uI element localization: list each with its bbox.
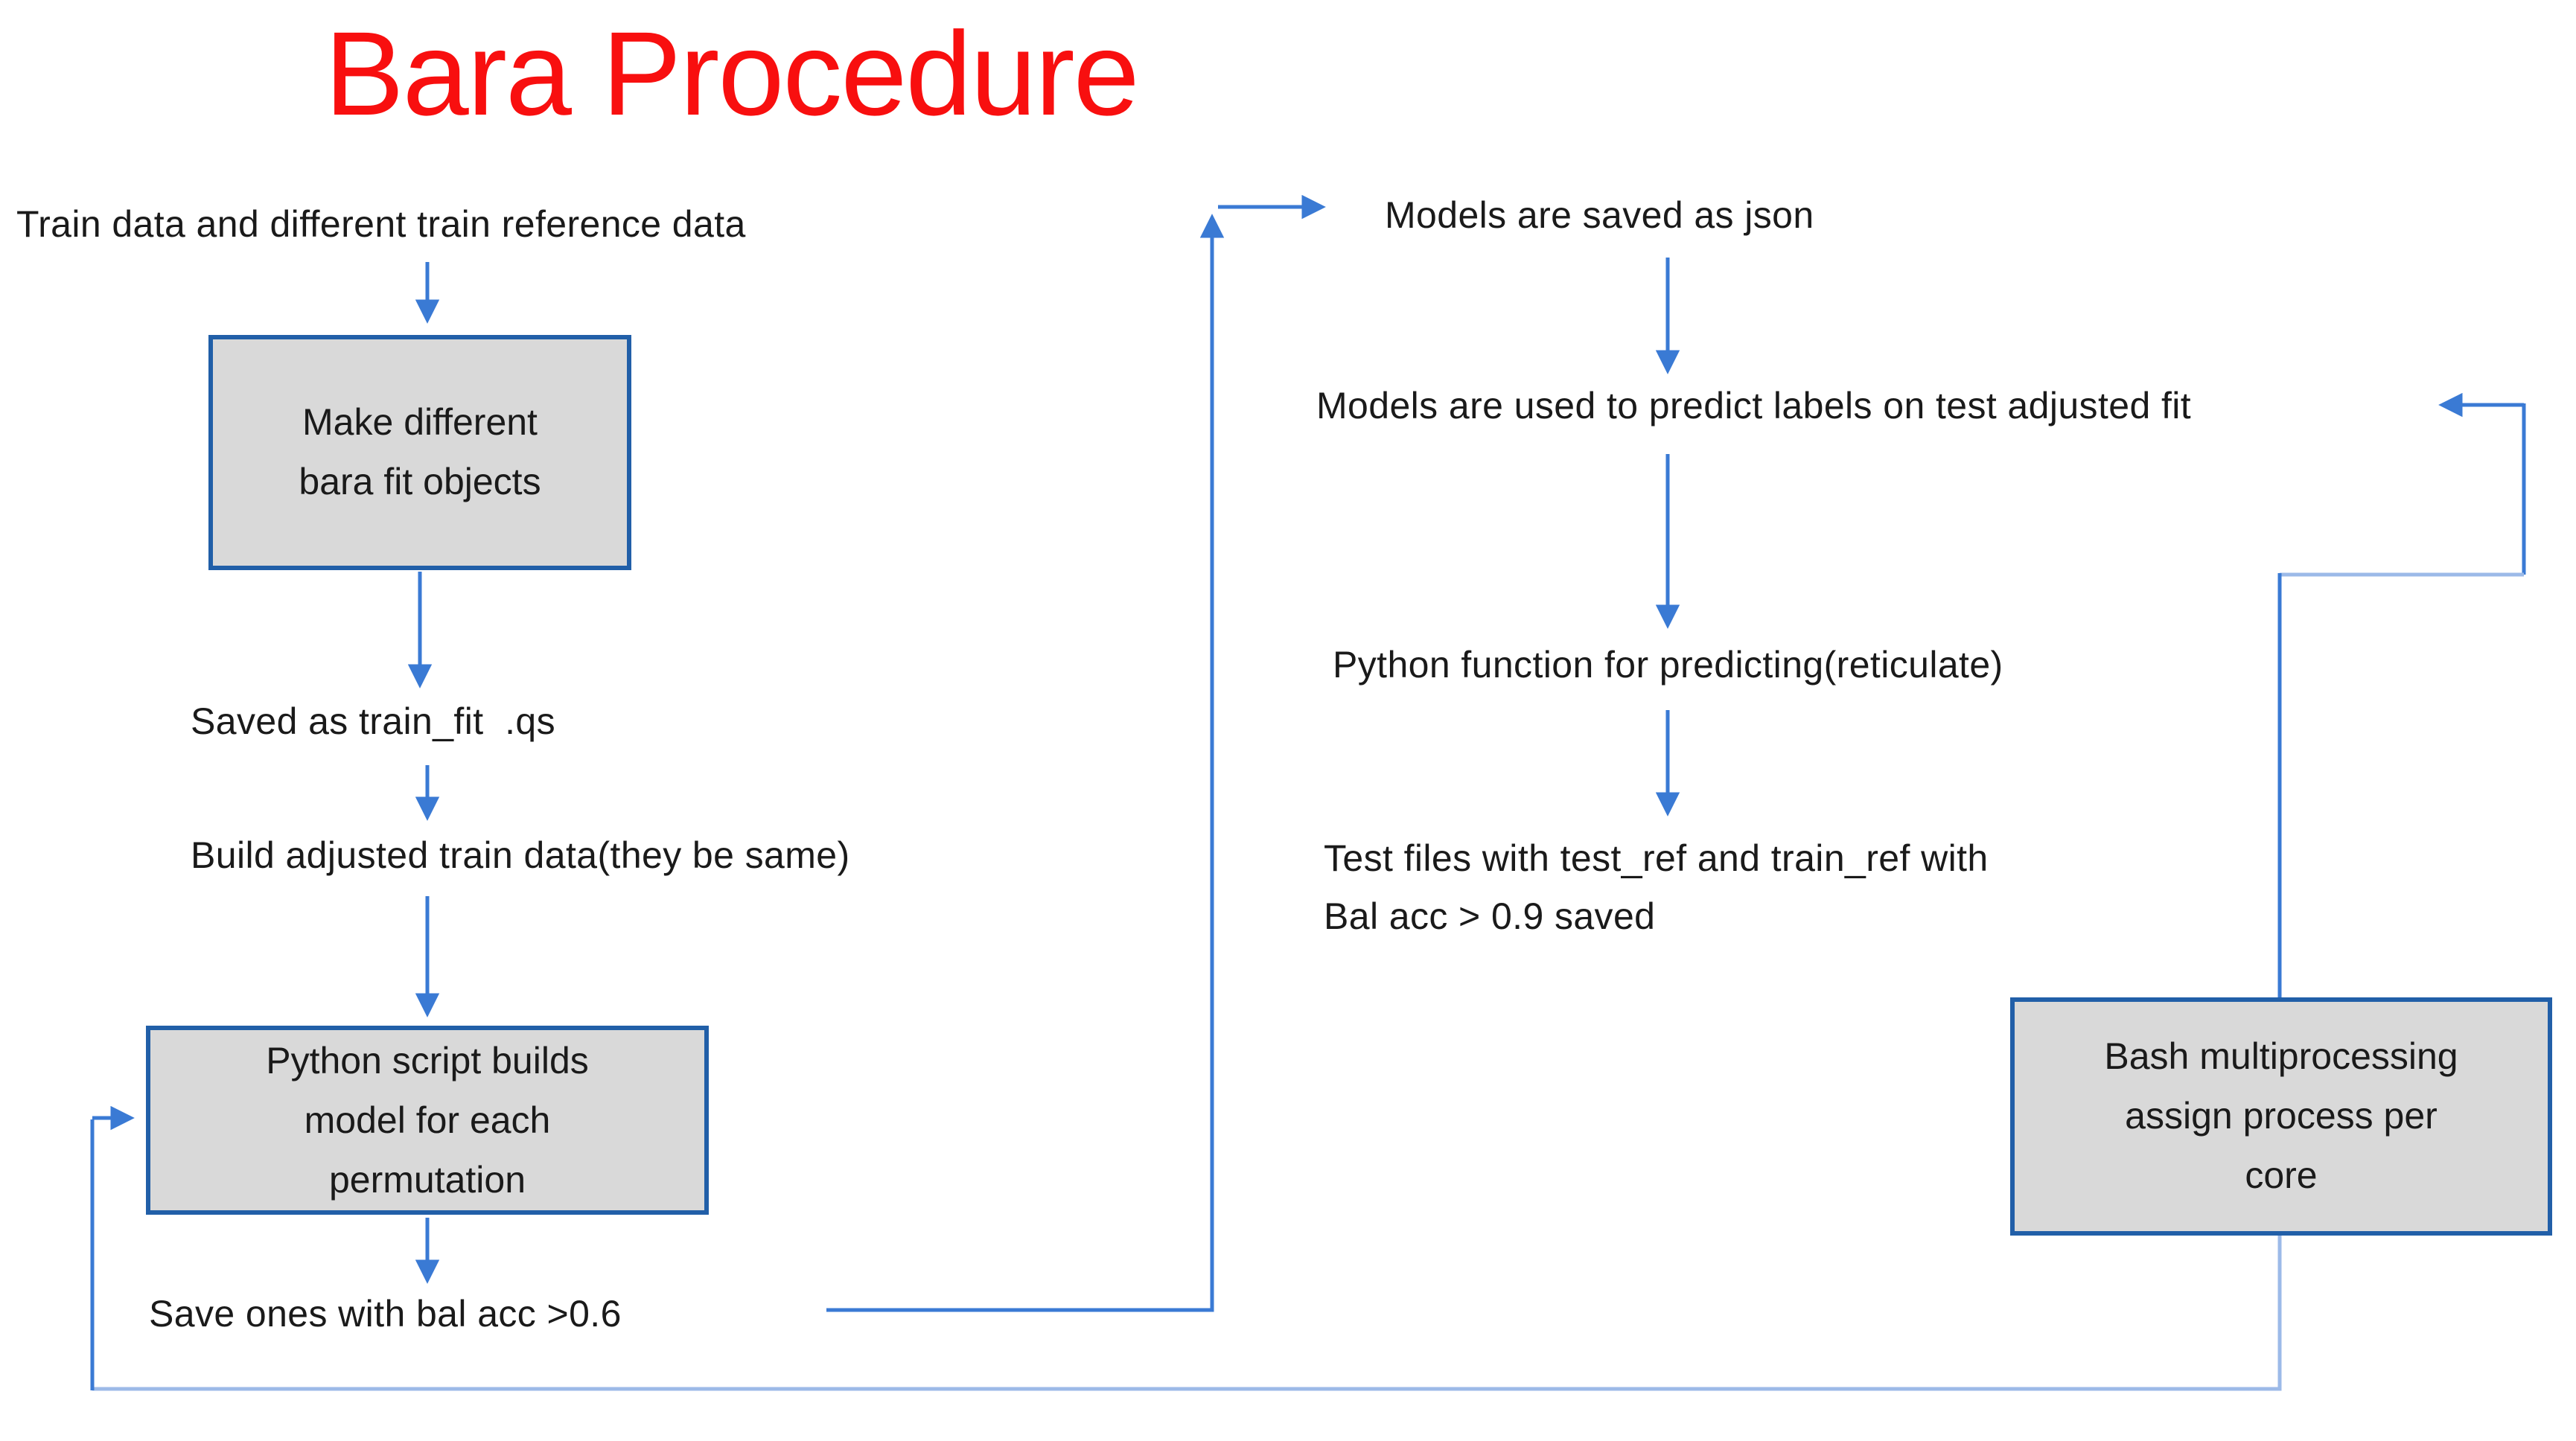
connector-bash-return-loop: [92, 1236, 2282, 1391]
node-python-script: Python script builds model for each perm…: [146, 1026, 709, 1215]
label-test-files-line1: Test files with test_ref and train_ref w…: [1324, 838, 1989, 880]
node-make-bara-fit-line2: bara fit objects: [299, 461, 541, 503]
label-python-function: Python function for predicting(reticulat…: [1333, 645, 2003, 686]
node-python-script-line3: permutation: [328, 1159, 526, 1201]
node-bash-line1: Bash multiprocessing: [2104, 1036, 2458, 1078]
label-models-saved: Models are saved as json: [1385, 195, 1814, 237]
node-python-script-line2: model for each: [304, 1099, 551, 1141]
label-test-files: Test files with test_ref and train_ref w…: [1324, 831, 1989, 947]
label-models-used: Models are used to predict labels on tes…: [1316, 386, 2192, 427]
label-saved-as: Saved as train_fit .qs: [191, 701, 556, 743]
connector-saveones-to-json: [826, 214, 1225, 1312]
node-bash-line2: assign process per: [2125, 1096, 2438, 1137]
label-train-data: Train data and different train reference…: [16, 204, 746, 246]
label-test-files-line2: Bal acc > 0.9 saved: [1324, 896, 1656, 938]
label-save-ones: Save ones with bal acc >0.6: [149, 1294, 622, 1335]
node-make-bara-fit-line1: Make different: [302, 402, 538, 444]
page-title: Bara Procedure: [325, 7, 1140, 140]
node-bash-multiprocessing: Bash multiprocessing assign process per …: [2010, 997, 2552, 1236]
node-python-script-line1: Python script builds: [266, 1040, 589, 1081]
node-bash-line3: core: [2245, 1155, 2318, 1197]
node-make-bara-fit: Make different bara fit objects: [208, 335, 631, 570]
label-build-adjusted: Build adjusted train data(they be same): [191, 835, 850, 877]
